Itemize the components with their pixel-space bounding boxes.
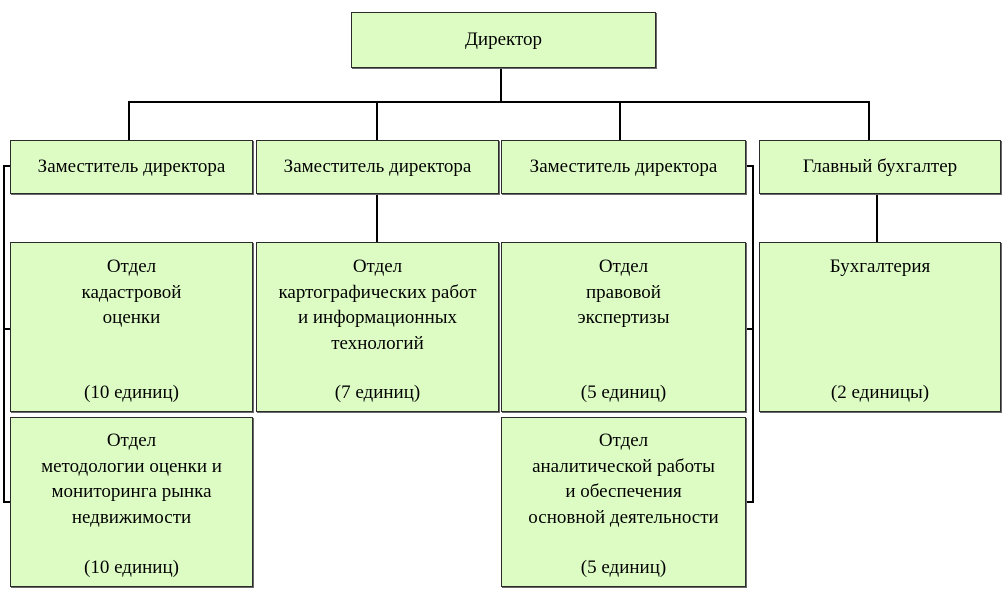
- dept-units: (5 единиц): [580, 381, 667, 403]
- chief-accountant-title: Главный бухгалтер: [802, 156, 958, 177]
- dept-cadastral-valuation: Отдел кадастровой оценки (10 единиц): [10, 242, 253, 412]
- director-box: Директор: [351, 12, 656, 68]
- deputy-director-box-2: Заместитель директора: [256, 140, 499, 194]
- dept-line: Отдел: [598, 430, 649, 451]
- dept-line: оценки: [102, 307, 161, 328]
- dept-line: Отдел: [106, 256, 157, 277]
- dept-cartography-it: Отдел картографических работ и информаци…: [256, 242, 499, 412]
- dept-line: Отдел: [352, 256, 403, 277]
- dept-analytics-support: Отдел аналитической работы и обеспечения…: [501, 417, 746, 587]
- dept-units: (7 единиц): [334, 381, 421, 403]
- deputy-director-box-3: Заместитель директора: [501, 140, 746, 194]
- dept-line: Отдел: [598, 256, 649, 277]
- chief-accountant-box: Главный бухгалтер: [759, 140, 1001, 194]
- dept-line: Отдел: [106, 430, 157, 451]
- dept-units: (10 единиц): [84, 381, 179, 403]
- director-title: Директор: [464, 29, 543, 50]
- dept-line: недвижимости: [71, 506, 192, 528]
- dept-line: картографических работ: [278, 281, 477, 303]
- dept-units: (10 единиц): [84, 556, 179, 578]
- dept-line: технологий: [331, 332, 424, 354]
- deputy-title: Заместитель директора: [283, 156, 472, 177]
- dept-line: и обеспечения: [565, 481, 682, 502]
- dept-line: основной деятельности: [528, 506, 719, 528]
- dept-line: мониторинга рынка: [51, 481, 212, 502]
- dept-units: (5 единиц): [580, 556, 667, 578]
- dept-line: аналитической работы: [532, 455, 715, 477]
- deputy-title: Заместитель директора: [529, 156, 718, 177]
- dept-line: методологии оценки и: [41, 455, 222, 477]
- dept-legal-expertise: Отдел правовой экспертизы (5 единиц): [501, 242, 746, 412]
- dept-accounting: Бухгалтерия (2 единицы): [759, 242, 1001, 412]
- dept-line: экспертизы: [577, 307, 670, 328]
- dept-methodology-monitoring: Отдел методологии оценки и мониторинга р…: [10, 417, 253, 587]
- deputy-title: Заместитель директора: [37, 156, 226, 177]
- dept-line: и информационных: [297, 307, 458, 328]
- dept-line: правовой: [586, 281, 661, 303]
- dept-line: кадастровой: [81, 281, 182, 303]
- deputy-director-box-1: Заместитель директора: [10, 140, 253, 194]
- dept-line: Бухгалтерия: [829, 256, 931, 277]
- dept-units: (2 единицы): [830, 381, 930, 403]
